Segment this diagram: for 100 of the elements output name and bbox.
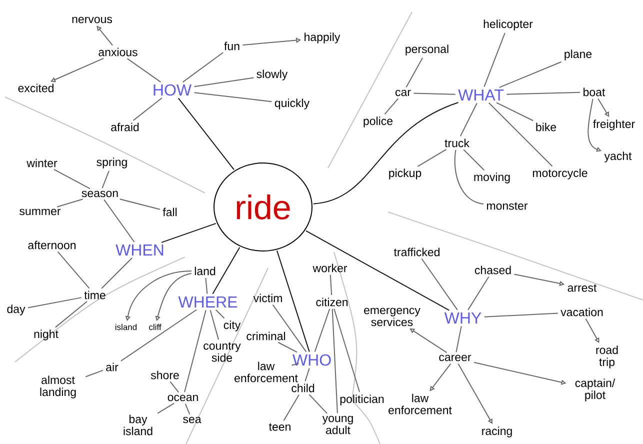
handwritten-word: sea — [183, 416, 202, 424]
connector-line — [210, 310, 220, 340]
handwritten-word: personal — [406, 44, 448, 56]
connector-line — [102, 170, 110, 189]
handwritten-word: politician — [340, 394, 384, 406]
connector-line — [484, 312, 558, 318]
connector-line — [276, 250, 310, 352]
connector-line — [132, 97, 162, 121]
connector-line — [194, 92, 272, 102]
connector-line — [215, 309, 225, 319]
connector-line — [182, 52, 224, 83]
connector-line — [421, 258, 458, 310]
connector-line — [161, 222, 216, 243]
handwritten-word: teen — [268, 423, 290, 431]
handwritten-word: law enforcement — [388, 394, 452, 414]
connector-line — [484, 32, 506, 88]
connector-line — [157, 402, 175, 414]
section-heading: WHEN — [116, 244, 164, 256]
handwritten-word: spring — [96, 158, 127, 168]
handwritten-word: chased — [474, 266, 511, 274]
connector-line — [417, 148, 447, 167]
handwritten-word: bay island — [124, 414, 152, 436]
connector-line — [312, 102, 459, 204]
handwritten-word: young adult — [322, 416, 353, 434]
connector-line — [498, 61, 562, 88]
connector-line — [272, 304, 307, 352]
connector-line — [460, 102, 478, 137]
connector-line — [212, 246, 240, 294]
connector-line — [184, 310, 206, 393]
connector-line — [506, 92, 581, 95]
handwritten-word: night — [34, 330, 58, 340]
connector-line — [468, 276, 490, 310]
connector-line — [463, 149, 485, 171]
handwritten-word: freighter — [593, 120, 635, 130]
section-heading: WHY — [444, 312, 482, 324]
handwritten-word: monster — [487, 202, 528, 210]
connector-line — [120, 309, 198, 362]
handwritten-word: land — [194, 266, 216, 276]
handwritten-word: citizen — [316, 298, 348, 306]
connector-line — [406, 57, 424, 88]
connector-line — [314, 308, 330, 352]
connector-line — [104, 199, 135, 242]
handwritten-word: afternoon — [28, 240, 76, 250]
handwritten-word: criminal — [246, 332, 286, 340]
handwritten-word: emergency services — [364, 308, 420, 326]
handwritten-word: summer — [20, 208, 61, 216]
handwritten-word: slowly — [256, 70, 288, 80]
handwritten-word: ocean — [168, 394, 198, 402]
connector-line — [278, 342, 298, 353]
handwritten-word: trafficked — [394, 248, 440, 256]
handwritten-word: road trip — [596, 346, 618, 368]
handwritten-word: city — [224, 320, 241, 332]
handwritten-word: island — [115, 324, 137, 330]
connector-line — [85, 370, 104, 378]
handwritten-word: pickup — [389, 168, 422, 180]
handwritten-word: bike — [536, 122, 556, 132]
connector-line — [454, 149, 484, 204]
handwritten-word: quickly — [274, 98, 310, 110]
handwritten-word: boat — [584, 88, 606, 96]
handwritten-word: arrest — [568, 284, 597, 292]
connector-line — [332, 308, 338, 414]
handwritten-word: air — [106, 362, 118, 372]
handwritten-word: excited — [18, 84, 54, 92]
connector-line — [57, 251, 90, 289]
connector-line — [330, 274, 332, 296]
handwritten-word: anxious — [98, 48, 138, 56]
connector-line — [496, 102, 534, 122]
handwritten-word: fall — [162, 208, 177, 216]
section-heading: WHAT — [458, 90, 504, 100]
handwritten-word: police — [364, 116, 392, 128]
connector-line — [205, 277, 208, 294]
handwritten-word: cliff — [149, 324, 162, 330]
connector-line — [384, 98, 399, 115]
handwritten-word: happily — [304, 32, 340, 44]
connector-line — [184, 403, 190, 415]
handwritten-word: day — [7, 304, 26, 316]
handwritten-word: career — [439, 354, 472, 362]
connector-line — [306, 230, 450, 311]
connector-line — [304, 368, 310, 382]
handwritten-word: country side — [204, 342, 241, 362]
connector-line — [458, 363, 492, 424]
handwritten-word: racing — [482, 426, 512, 438]
handwritten-word: child — [292, 384, 314, 392]
connector-line — [27, 297, 82, 308]
connector-line — [413, 92, 456, 95]
connector-line — [53, 168, 91, 190]
handwritten-word: vacation — [560, 308, 603, 316]
handwritten-word: captain/ pilot — [575, 378, 616, 402]
section-heading: HOW — [154, 84, 192, 96]
handwritten-word: motorcycle — [532, 168, 588, 180]
handwritten-word: nervous — [72, 16, 112, 24]
handwritten-word: season — [82, 190, 118, 198]
handwritten-word: victim — [253, 294, 282, 302]
handwritten-word: moving — [474, 172, 510, 184]
connector-line — [54, 301, 88, 328]
handwritten-word: winter — [26, 158, 58, 168]
connector-line — [308, 394, 328, 414]
handwritten-word: fun — [224, 42, 240, 50]
section-heading: WHERE — [178, 296, 238, 308]
handwritten-word: car — [396, 90, 411, 96]
